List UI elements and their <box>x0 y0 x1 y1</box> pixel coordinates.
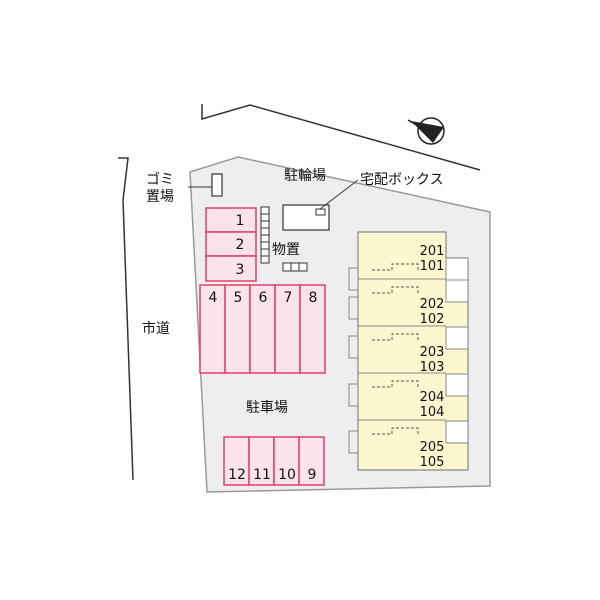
parking-number: 3 <box>236 262 245 278</box>
unit-upper: 205 <box>420 440 445 455</box>
bicycle-parking <box>282 204 330 231</box>
parking-number: 5 <box>234 290 243 306</box>
delivery-leader <box>319 179 359 210</box>
apartment-building <box>348 231 469 471</box>
unit-upper: 203 <box>420 345 445 360</box>
unit-lower: 101 <box>420 259 445 274</box>
parking-number: 8 <box>309 290 318 306</box>
parking-space-4 <box>199 284 226 374</box>
parking-space-3 <box>205 255 257 282</box>
parking-number: 12 <box>228 467 246 483</box>
garbage-area <box>211 173 223 197</box>
delivery-box-label: 宅配ボックス <box>360 172 444 188</box>
parking-number: 11 <box>253 467 271 483</box>
city-road-label: 市道 <box>142 320 170 337</box>
unit-lower: 104 <box>420 405 445 420</box>
unit-upper: 202 <box>420 297 445 312</box>
unit-lower: 105 <box>420 455 445 470</box>
parking-label: 駐車場 <box>246 399 288 416</box>
parking-number: 6 <box>259 290 268 306</box>
unit-upper: 201 <box>420 244 445 259</box>
storage-vertical <box>260 206 270 264</box>
north-arrow-icon <box>407 117 445 145</box>
parking-number: 1 <box>236 213 245 229</box>
storage-label: 物置 <box>272 242 300 258</box>
parking-number: 7 <box>284 290 293 306</box>
parking-number: 2 <box>236 237 245 253</box>
boundary-line <box>201 104 481 171</box>
parking-space-8 <box>299 284 326 374</box>
city-road-line <box>118 157 134 481</box>
parking-space-2 <box>205 231 257 257</box>
parking-number: 9 <box>308 467 317 483</box>
parking-space-1 <box>205 207 257 233</box>
delivery-box <box>315 208 326 216</box>
garbage-label-line2: 置場 <box>146 189 174 205</box>
storage-horizontal <box>282 262 308 272</box>
unit-upper: 204 <box>420 390 445 405</box>
garbage-label-line1: ゴミ <box>146 171 174 188</box>
unit-lower: 103 <box>420 360 445 375</box>
parking-number: 4 <box>209 290 218 306</box>
unit-lower: 102 <box>420 312 445 327</box>
parking-space-9 <box>298 436 325 486</box>
bicycle-label: 駐輪場 <box>284 167 326 184</box>
parking-number: 10 <box>278 467 296 483</box>
parking-space-6 <box>249 284 276 374</box>
